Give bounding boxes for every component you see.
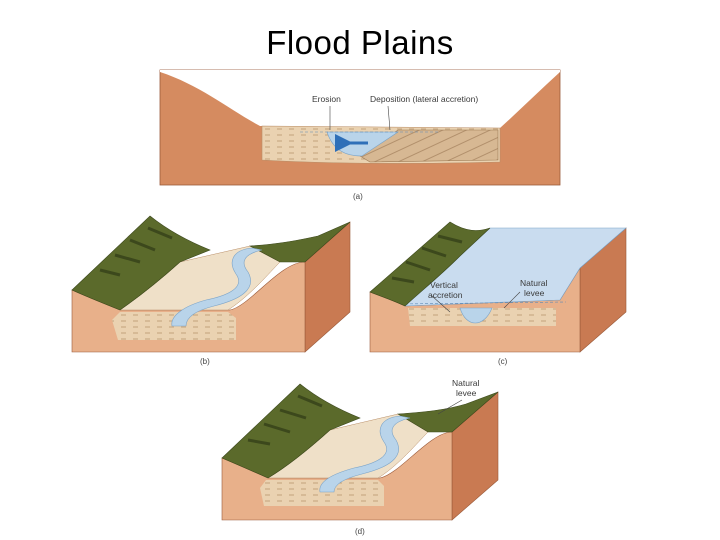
panel-d-block-diagram: Natural levee (d) [222,378,498,536]
panel-a-deposition-label: Deposition (lateral accretion) [370,94,478,104]
panel-a-cross-section: Erosion Deposition (lateral accretion) (… [160,70,560,201]
panel-a-caption: (a) [353,192,363,201]
panel-c-block-diagram: Vertical accretion Natural levee (c) [370,222,626,366]
panel-d-levee-label-2: levee [456,388,477,398]
panel-c-caption: (c) [498,357,508,366]
panel-d-levee-label-1: Natural [452,378,480,388]
panel-a-erosion-label: Erosion [312,94,341,104]
panel-d-caption: (d) [355,527,365,536]
panel-b-block-diagram: (b) [72,216,350,366]
panel-b-caption: (b) [200,357,210,366]
panel-c-vertical-label-2: accretion [428,290,463,300]
panel-c-levee-label-2: levee [524,288,545,298]
panel-c-levee-label-1: Natural [520,278,548,288]
panel-c-vertical-label-1: Vertical [430,280,458,290]
